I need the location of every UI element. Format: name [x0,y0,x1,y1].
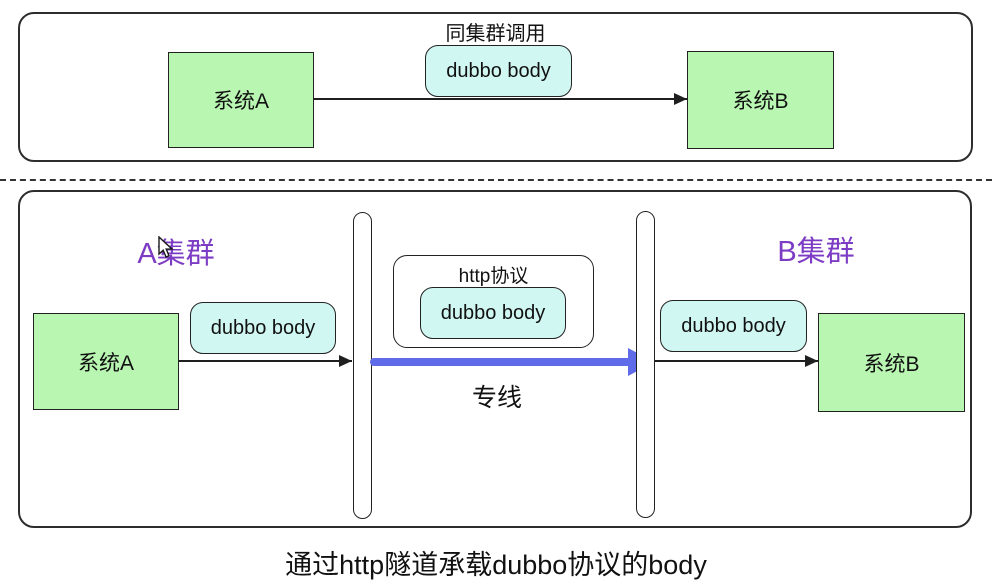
bottom-left-dubbo-body-box: dubbo body [190,302,336,354]
http-protocol-title: http协议 [458,266,529,287]
top-dubbo-body-box: dubbo body [425,45,572,97]
top-call-arrow [314,93,687,105]
http-protocol-box: http协议 dubbo body [393,255,594,348]
top-system-a-box: 系统A [168,52,314,148]
bottom-right-call-arrow [655,355,818,367]
dedicated-line-shaft [370,358,632,366]
bottom-system-a-box: 系统A [33,313,179,410]
dedicated-line-arrow [370,348,654,376]
same-cluster-panel: 同集群调用 系统A dubbo body 系统B [18,12,973,162]
tunnel-endpoint-right-bar [636,211,655,518]
bottom-right-dubbo-body-box: dubbo body [660,300,807,352]
mouse-cursor-icon [158,236,174,258]
section-divider [0,179,992,181]
top-system-b-box: 系统B [687,51,834,149]
bottom-left-call-arrow [179,355,352,367]
diagram-caption: 通过http隧道承载dubbo协议的body [285,550,707,580]
cross-cluster-panel: A集群 B集群 系统A dubbo body http协议 dubbo body… [18,190,972,528]
dedicated-line-label: 专线 [471,384,522,412]
cluster-a-label: A集群 [137,238,215,270]
same-cluster-title: 同集群调用 [445,23,546,45]
http-dubbo-body-box: dubbo body [420,287,566,339]
cluster-b-label: B集群 [777,236,855,268]
bottom-system-b-box: 系统B [818,313,965,412]
